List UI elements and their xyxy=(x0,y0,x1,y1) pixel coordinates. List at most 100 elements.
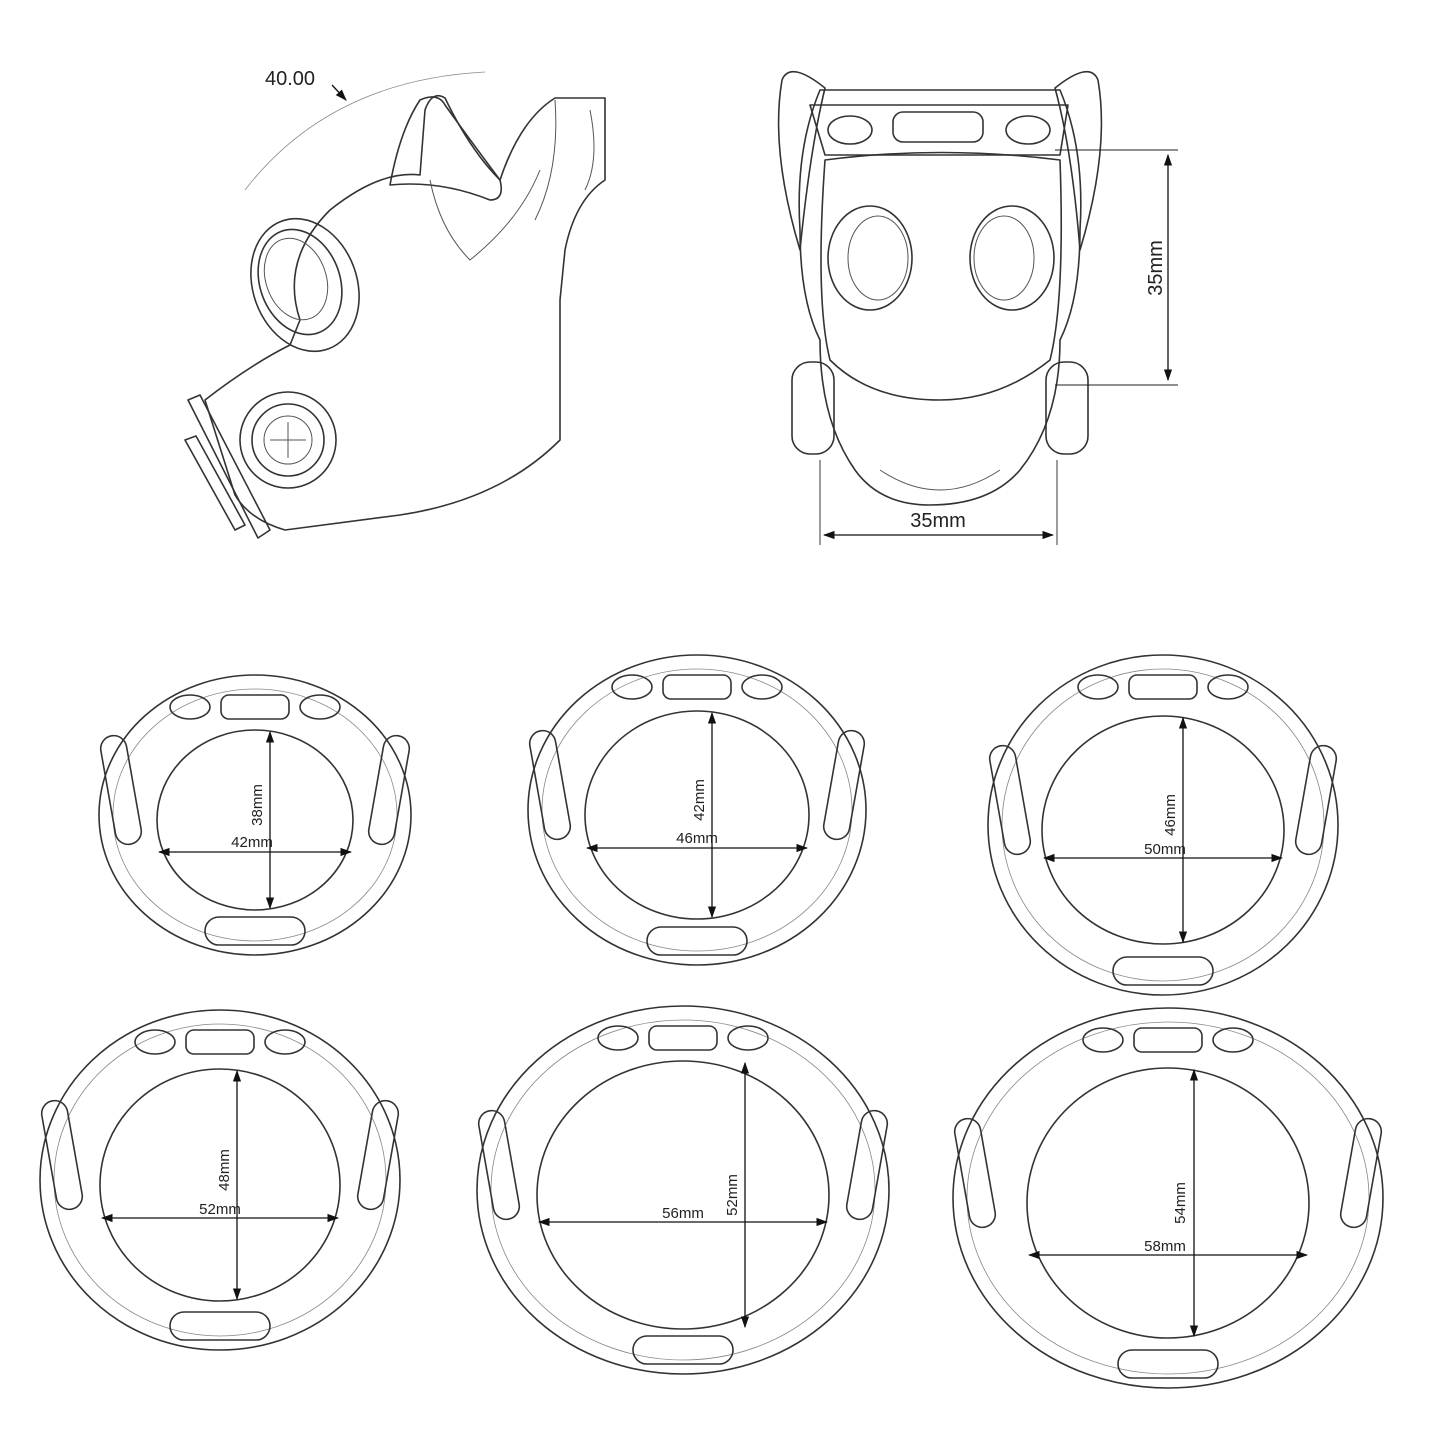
ring-slot-right xyxy=(1339,1117,1383,1229)
front-ear-left xyxy=(777,70,826,251)
front-height-label: 35mm xyxy=(1145,240,1167,296)
front-top-band xyxy=(809,104,1069,156)
side-contour-line xyxy=(534,99,557,221)
ring-inner-opening xyxy=(1026,1067,1310,1339)
ring-slot-top-right xyxy=(1212,1027,1254,1053)
ring-slot-left xyxy=(528,729,572,841)
ring-slot-right xyxy=(367,734,411,846)
side-lens-outer xyxy=(250,217,360,353)
ring-4: 48mm 52mm xyxy=(39,1009,401,1351)
ring-height-label: 48mm xyxy=(216,1149,233,1191)
ring-outer-frame xyxy=(527,654,867,966)
ring-2: 42mm 46mm xyxy=(527,654,867,966)
side-lens-core xyxy=(263,237,329,321)
side-top-rim xyxy=(584,109,595,191)
side-view: 40.00 xyxy=(184,68,606,539)
ring-slot-left xyxy=(477,1109,521,1221)
front-eye-left-inner xyxy=(847,215,909,301)
side-body-outline xyxy=(204,94,606,531)
ring-slot-top-center xyxy=(1133,1027,1203,1053)
ring-slot-top-right xyxy=(1207,674,1249,700)
ring-slot-top-left xyxy=(597,1025,639,1051)
ring-outer-frame xyxy=(476,1005,890,1375)
front-eye-right-outer xyxy=(969,205,1055,311)
front-ear-right xyxy=(1054,70,1103,251)
ring-slot-left xyxy=(988,744,1032,856)
front-slot-left xyxy=(827,115,873,145)
angle-label: 40.00 xyxy=(265,68,315,90)
ring-slot-right xyxy=(1294,744,1338,856)
ring-slot-left xyxy=(99,734,143,846)
ring-outer-frame xyxy=(952,1007,1384,1389)
ring-frame-inner-edge xyxy=(490,1019,876,1361)
ring-slot-right xyxy=(845,1109,889,1221)
ring-slot-bottom xyxy=(1112,956,1214,986)
ring-outer-frame xyxy=(39,1009,401,1351)
side-strap-edge-1 xyxy=(187,394,271,539)
ring-slot-top-center xyxy=(1128,674,1198,700)
front-chin-line xyxy=(879,469,1001,491)
ring-slot-top-left xyxy=(1077,674,1119,700)
front-eye-right-inner xyxy=(973,215,1035,301)
ring-slot-top-right xyxy=(727,1025,769,1051)
ring-width-label: 50mm xyxy=(1144,841,1186,858)
angle-arc xyxy=(244,71,486,191)
ring-outer-frame xyxy=(987,654,1339,996)
side-lens-inner xyxy=(257,228,343,336)
front-face-opening xyxy=(820,151,1063,401)
ring-height-label: 42mm xyxy=(691,779,708,821)
ring-width-label: 42mm xyxy=(231,834,273,851)
front-slot-right xyxy=(1005,115,1051,145)
ring-inner-opening xyxy=(156,729,354,911)
ring-width-label: 52mm xyxy=(199,1201,241,1218)
front-width-label: 35mm xyxy=(910,510,966,532)
ring-inner-opening xyxy=(536,1060,830,1330)
ring-slot-top-center xyxy=(220,694,290,720)
ring-slot-right xyxy=(356,1099,400,1211)
ring-slot-top-right xyxy=(741,674,783,700)
ring-width-label: 56mm xyxy=(662,1205,704,1222)
side-ear xyxy=(389,96,503,201)
ring-slot-bottom xyxy=(204,916,306,946)
side-valve-mid xyxy=(251,403,325,477)
ring-slot-bottom xyxy=(1117,1349,1219,1379)
ring-width-label: 46mm xyxy=(676,830,718,847)
ring-slot-top-center xyxy=(185,1029,255,1055)
ring-inner-opening xyxy=(99,1068,341,1302)
ring-slot-top-left xyxy=(611,674,653,700)
ring-5: 52mm 56mm xyxy=(476,1005,890,1375)
ring-6: 54mm 58mm xyxy=(952,1007,1384,1389)
side-strap-edge-2 xyxy=(184,435,246,531)
ring-slot-left xyxy=(953,1117,997,1229)
ring-outer-frame xyxy=(98,674,412,956)
ring-slot-top-left xyxy=(134,1029,176,1055)
ring-slot-left xyxy=(40,1099,84,1211)
ring-slot-bottom xyxy=(646,926,748,956)
angle-arrow xyxy=(331,84,347,101)
ring-inner-opening xyxy=(584,710,810,920)
ring-slot-top-left xyxy=(1082,1027,1124,1053)
ring-width-label: 58mm xyxy=(1144,1238,1186,1255)
ring-inner-opening xyxy=(1041,715,1285,945)
ring-slot-top-center xyxy=(648,1025,718,1051)
ring-height-label: 54mm xyxy=(1172,1182,1189,1224)
front-valve-right xyxy=(1045,361,1089,455)
ring-slot-top-center xyxy=(662,674,732,700)
ring-slot-bottom xyxy=(169,1311,271,1341)
front-valve-left xyxy=(791,361,835,455)
side-valve-outer xyxy=(239,391,337,489)
ring-slot-top-right xyxy=(264,1029,306,1055)
ring-slot-top-left xyxy=(169,694,211,720)
front-body-outline xyxy=(798,89,1082,506)
side-valve-inner xyxy=(263,415,313,465)
front-slot-center xyxy=(892,111,984,143)
ring-slot-right xyxy=(822,729,866,841)
ring-height-label: 52mm xyxy=(724,1174,741,1216)
ring-slot-bottom xyxy=(632,1335,734,1365)
side-ear-line xyxy=(429,169,541,261)
